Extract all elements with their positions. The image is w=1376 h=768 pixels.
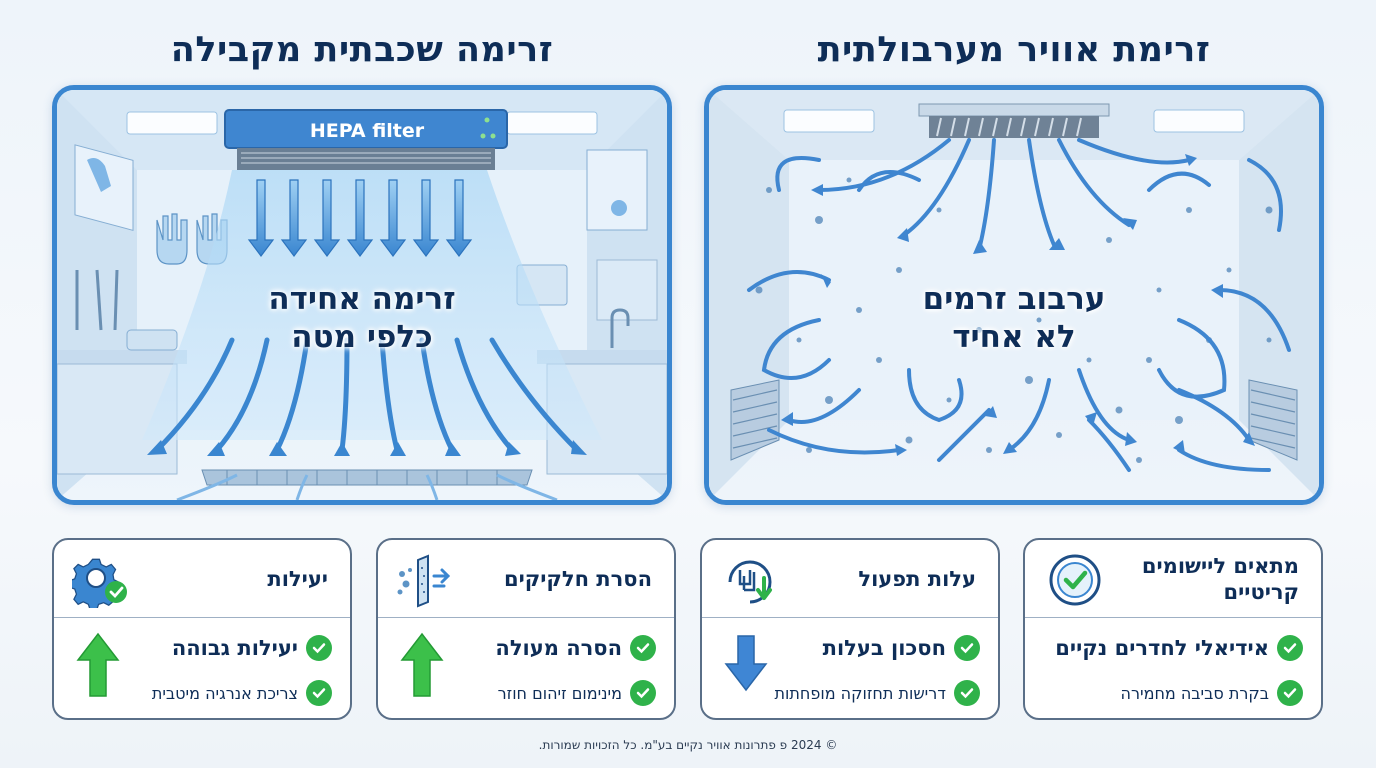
- check-icon: [1277, 680, 1303, 706]
- card-item-text: מינימום זיהום חוזר: [497, 683, 622, 703]
- turbulent-room-illustration: [709, 90, 1319, 500]
- card-efficiency: יעילות יעילות גבוהה צריכת אנרגיה מיטבית: [52, 538, 352, 720]
- card-title: מתאים ליישומים קריטיים: [1141, 554, 1299, 604]
- check-icon: [630, 635, 656, 661]
- gear-check-icon: [69, 552, 132, 611]
- check-icon: [630, 680, 656, 706]
- check-circle-icon: [1043, 552, 1103, 608]
- card-item-text: חסכון בעלות: [822, 636, 946, 660]
- card-header: יעילות: [54, 540, 350, 618]
- check-icon: [306, 680, 332, 706]
- laminar-flow-title: זרימה שכבתית מקבילה: [170, 30, 554, 70]
- card-item-secondary: מינימום זיהום חוזר: [498, 680, 656, 706]
- card-item-primary: הסרה מעולה: [495, 635, 656, 661]
- turbulent-overlay-line1: ערבוב זרמים: [922, 281, 1106, 317]
- card-item-primary: אידיאלי לחדרים נקיים: [1055, 635, 1303, 661]
- card-operating-cost: עלות תפעול חסכון בעלות דרישות תחזוקה מופ…: [700, 538, 1000, 720]
- check-icon: [306, 635, 332, 661]
- card-particle-removal: הסרת חלקיקים הסרה מעולה מינימום זיהום חו…: [376, 538, 676, 720]
- hepa-filter-label: HEPA filter: [309, 120, 425, 142]
- card-header: הסרת חלקיקים: [378, 540, 674, 618]
- down-arrow-icon: [724, 635, 768, 692]
- card-item-text: אידיאלי לחדרים נקיים: [1055, 636, 1269, 660]
- card-title: עלות תפעול: [858, 567, 976, 591]
- filter-particles-icon: [396, 552, 456, 608]
- laminar-room-illustration: [57, 90, 667, 500]
- turbulent-flow-panel: ערבוב זרמים לא אחיד: [704, 85, 1324, 505]
- check-icon: [1277, 635, 1303, 661]
- card-critical-applications: מתאים ליישומים קריטיים אידיאלי לחדרים נק…: [1023, 538, 1323, 720]
- up-arrow-icon: [400, 632, 444, 697]
- check-icon: [954, 635, 980, 661]
- up-arrow-icon: [76, 632, 120, 697]
- check-icon: [954, 680, 980, 706]
- card-header: מתאים ליישומים קריטיים: [1025, 540, 1321, 618]
- card-item-text: דרישות תחזוקה מופחתות: [774, 683, 946, 703]
- card-item-secondary: בקרת סביבה מחמירה: [1121, 680, 1303, 706]
- card-item-secondary: צריכת אנרגיה מיטבית: [152, 680, 332, 706]
- card-title: יעילות: [267, 567, 328, 591]
- laminar-overlay-line2: כלפי מטה: [291, 319, 433, 355]
- turbulent-flow-title: זרימת אוויר מערבולתית: [817, 30, 1211, 70]
- turbulent-overlay-line2: לא אחיד: [952, 319, 1076, 355]
- card-title: הסרת חלקיקים: [503, 567, 652, 591]
- card-item-text: יעילות גבוהה: [171, 636, 298, 660]
- laminar-flow-panel: HEPA filter זרימה אחידה כלפי מטה: [52, 85, 672, 505]
- shekel-down-icon: [720, 552, 780, 608]
- card-item-text: בקרת סביבה מחמירה: [1120, 683, 1269, 703]
- card-item-primary: חסכון בעלות: [823, 635, 980, 661]
- laminar-overlay-line1: זרימה אחידה: [268, 281, 456, 317]
- copyright-footer: © 2024 פ פתרונות אוויר נקיים בע"מ. כל הז…: [538, 738, 838, 752]
- card-item-text: הסרה מעולה: [495, 636, 622, 660]
- card-header: עלות תפעול: [702, 540, 998, 618]
- card-item-text: צריכת אנרגיה מיטבית: [151, 683, 298, 703]
- card-item-primary: יעילות גבוהה: [172, 635, 332, 661]
- card-item-secondary: דרישות תחזוקה מופחתות: [775, 680, 980, 706]
